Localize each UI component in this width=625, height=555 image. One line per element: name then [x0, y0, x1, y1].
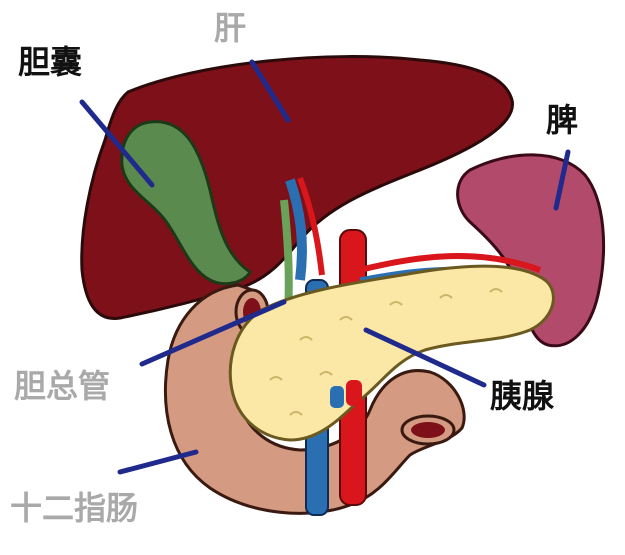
pointer-gallbladder	[79, 99, 155, 188]
duodenum-lumen-end	[411, 422, 445, 438]
pancreas-shape	[228, 264, 555, 442]
label-common-bile-duct: 胆总管	[14, 367, 111, 405]
pointer-duodenum	[117, 449, 199, 475]
mesenteric-vessel-red	[346, 380, 362, 406]
hepatic-vessels	[285, 178, 307, 281]
label-gallbladder: 胆囊	[18, 43, 83, 81]
spleen-shape	[456, 153, 606, 348]
pointer-spleen	[553, 149, 571, 211]
pointer-pancreas	[363, 327, 487, 388]
gallbladder-shape	[120, 120, 252, 286]
label-spleen: 脾	[546, 101, 579, 139]
splenic-vessels	[359, 253, 542, 273]
label-duodenum: 十二指肠	[10, 489, 139, 527]
pointer-liver	[249, 59, 291, 123]
mesenteric-vessel-blue	[330, 386, 344, 408]
label-pancreas: 胰腺	[490, 377, 555, 415]
hepatic-artery	[297, 176, 325, 276]
pointer-common-bile-duct	[139, 299, 287, 367]
pancreas-texture	[269, 288, 503, 416]
pointer-lines	[79, 59, 571, 475]
label-liver: 肝	[214, 9, 247, 47]
